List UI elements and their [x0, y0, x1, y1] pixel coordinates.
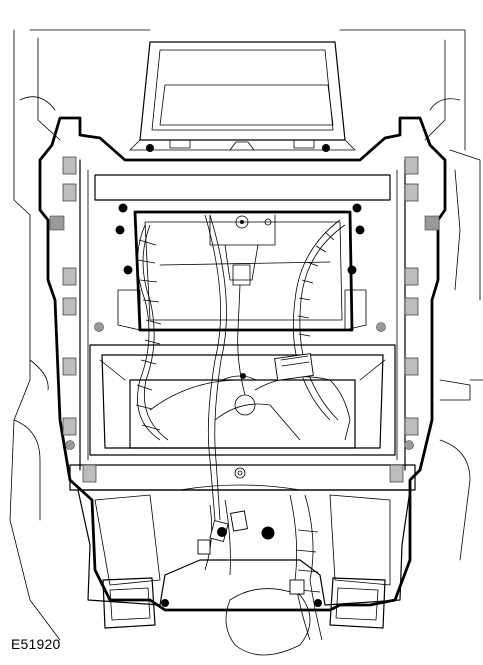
lower-console [77, 467, 411, 656]
wiring-harness-right [149, 219, 351, 441]
mounting-tabs-left [49, 156, 97, 483]
harness-connector [274, 353, 314, 381]
figure-reference-code: E51920 [11, 636, 61, 652]
lower-tray [89, 344, 396, 456]
locating-pins [65, 322, 414, 450]
wiring-harness-center [204, 214, 246, 521]
console-frame-outline [38, 116, 447, 612]
upper-compartment [117, 210, 367, 332]
mounting-tabs-right [389, 156, 440, 483]
dashboard-background-outline [9, 29, 483, 641]
fixing-screws [115, 144, 365, 607]
display-recess [129, 41, 356, 151]
wiring-harness-left [135, 224, 169, 441]
